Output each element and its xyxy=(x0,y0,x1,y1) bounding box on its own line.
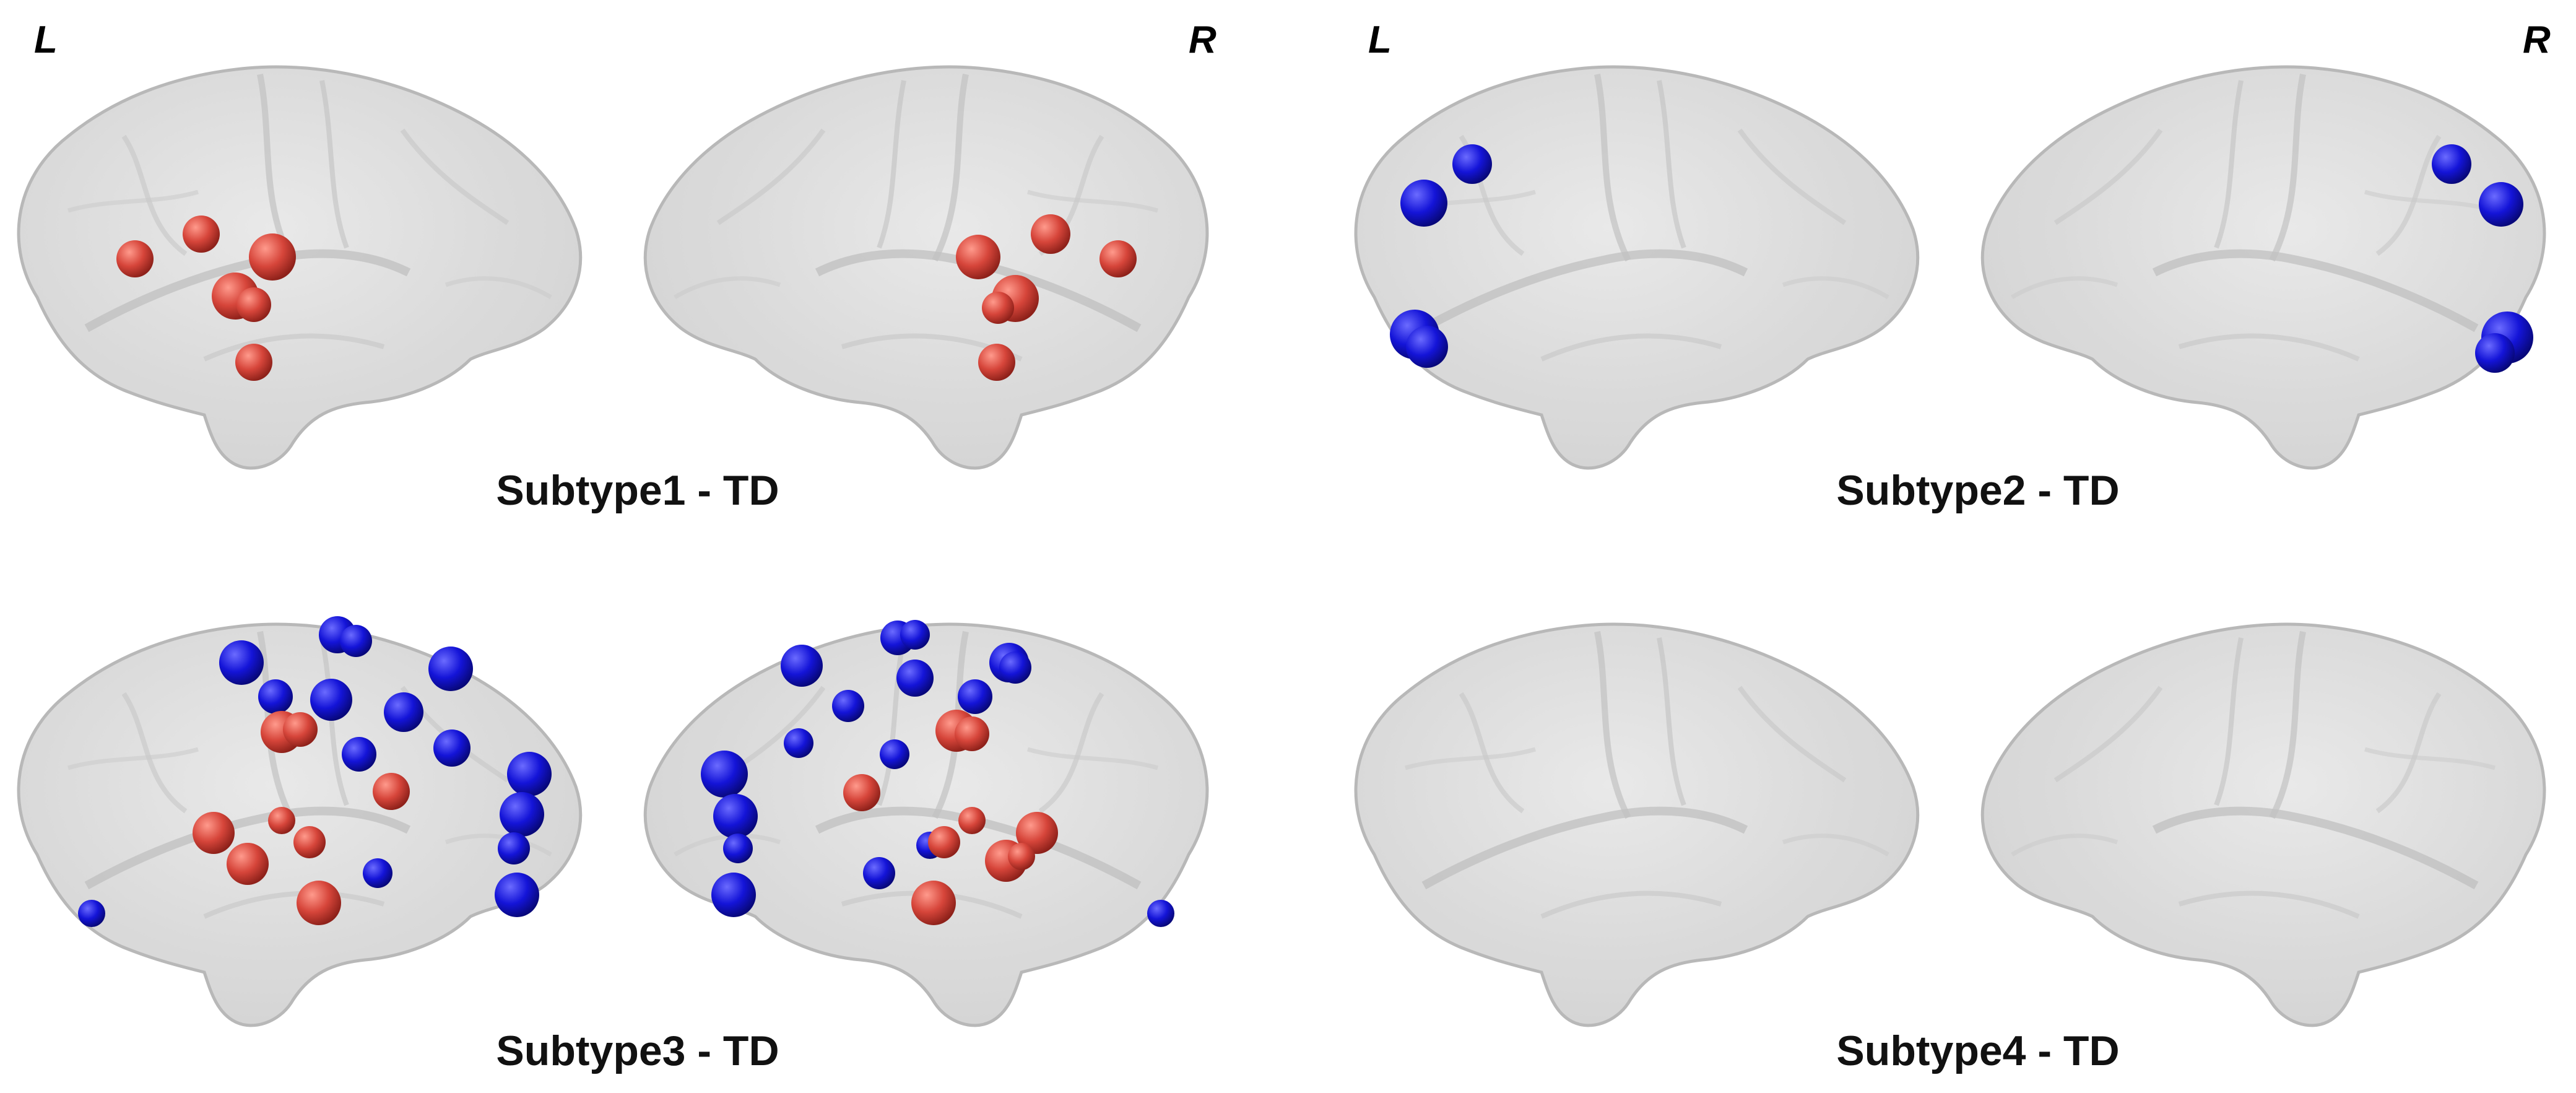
brain-node xyxy=(900,620,930,650)
brain-node xyxy=(268,807,295,834)
brain-node xyxy=(1008,843,1035,870)
brain-node xyxy=(784,728,813,758)
node-group xyxy=(1390,144,2533,373)
brain-node xyxy=(428,647,473,691)
brain-node xyxy=(863,857,895,889)
brain-node xyxy=(2475,333,2515,373)
brain-right-hemisphere xyxy=(1982,67,2544,468)
brain-node xyxy=(1400,180,1447,227)
brain-node xyxy=(978,344,1015,381)
brain-node xyxy=(227,843,269,885)
brain-node xyxy=(1031,214,1070,254)
panel-subtype1: Subtype1 - TD xyxy=(19,67,1207,514)
brain-node xyxy=(896,660,934,697)
brain-node xyxy=(433,729,471,767)
brain-node xyxy=(911,881,956,925)
brain-node xyxy=(958,679,992,714)
brain-node xyxy=(958,807,986,834)
panel-title: Subtype4 - TD xyxy=(1836,1027,2119,1074)
hemisphere-label-left: L xyxy=(1368,19,1392,61)
brain-node xyxy=(701,751,748,798)
brain-node xyxy=(116,240,154,277)
brain-node xyxy=(498,832,530,864)
brain-node xyxy=(928,826,960,858)
brain-node xyxy=(999,651,1031,684)
brain-node xyxy=(723,834,753,863)
brain-node xyxy=(384,692,423,732)
panel-subtype4: Subtype4 - TD xyxy=(1356,624,2544,1074)
brain-node xyxy=(1016,812,1058,854)
brain-node xyxy=(880,739,909,769)
brain-right-hemisphere xyxy=(1982,624,2544,1026)
brain-node xyxy=(342,737,376,772)
brain-left-hemisphere xyxy=(1356,624,1918,1026)
brain-node xyxy=(363,858,392,888)
brain-node xyxy=(340,625,372,657)
brain-node xyxy=(843,774,880,811)
brain-node xyxy=(310,679,352,721)
brain-node xyxy=(219,640,264,685)
brain-node xyxy=(258,679,293,714)
brain-node xyxy=(1452,144,1492,184)
hemisphere-label-right: R xyxy=(1189,19,1216,61)
brain-node xyxy=(2432,144,2471,184)
brain-left-hemisphere xyxy=(1356,67,1918,468)
brain-left-hemisphere xyxy=(19,67,581,468)
brain-node xyxy=(982,292,1014,324)
brain-node xyxy=(249,233,296,281)
brain-node xyxy=(955,716,989,751)
panel-title: Subtype1 - TD xyxy=(496,467,779,514)
panel-subtype3: Subtype3 - TD xyxy=(19,616,1207,1074)
brain-node xyxy=(293,826,326,858)
brain-node xyxy=(283,712,318,747)
panel-title: Subtype2 - TD xyxy=(1836,467,2119,514)
brain-node xyxy=(1406,326,1448,368)
brain-node xyxy=(183,216,220,253)
brain-node xyxy=(832,690,864,722)
panel-subtype2: Subtype2 - TD xyxy=(1356,67,2544,514)
brain-node xyxy=(495,873,539,917)
brain-node xyxy=(78,900,105,927)
brain-node xyxy=(781,645,823,687)
node-group xyxy=(116,214,1137,381)
brain-left-hemisphere xyxy=(19,624,581,1026)
brain-node xyxy=(1099,240,1137,277)
brain-node xyxy=(500,792,544,837)
brain-node xyxy=(507,752,552,796)
hemisphere-label-left: L xyxy=(34,19,58,61)
brain-node xyxy=(2479,182,2523,227)
brain-node xyxy=(1147,900,1174,927)
brain-node xyxy=(236,287,271,322)
hemisphere-label-right: R xyxy=(2523,19,2551,61)
node-group xyxy=(78,616,1174,927)
brain-node xyxy=(297,881,341,925)
brain-node xyxy=(956,235,1000,279)
brain-node xyxy=(235,344,272,381)
brain-node xyxy=(713,794,758,838)
brain-node xyxy=(193,812,235,854)
panel-title: Subtype3 - TD xyxy=(496,1027,779,1074)
brain-node xyxy=(373,773,410,810)
brain-node xyxy=(711,873,756,917)
